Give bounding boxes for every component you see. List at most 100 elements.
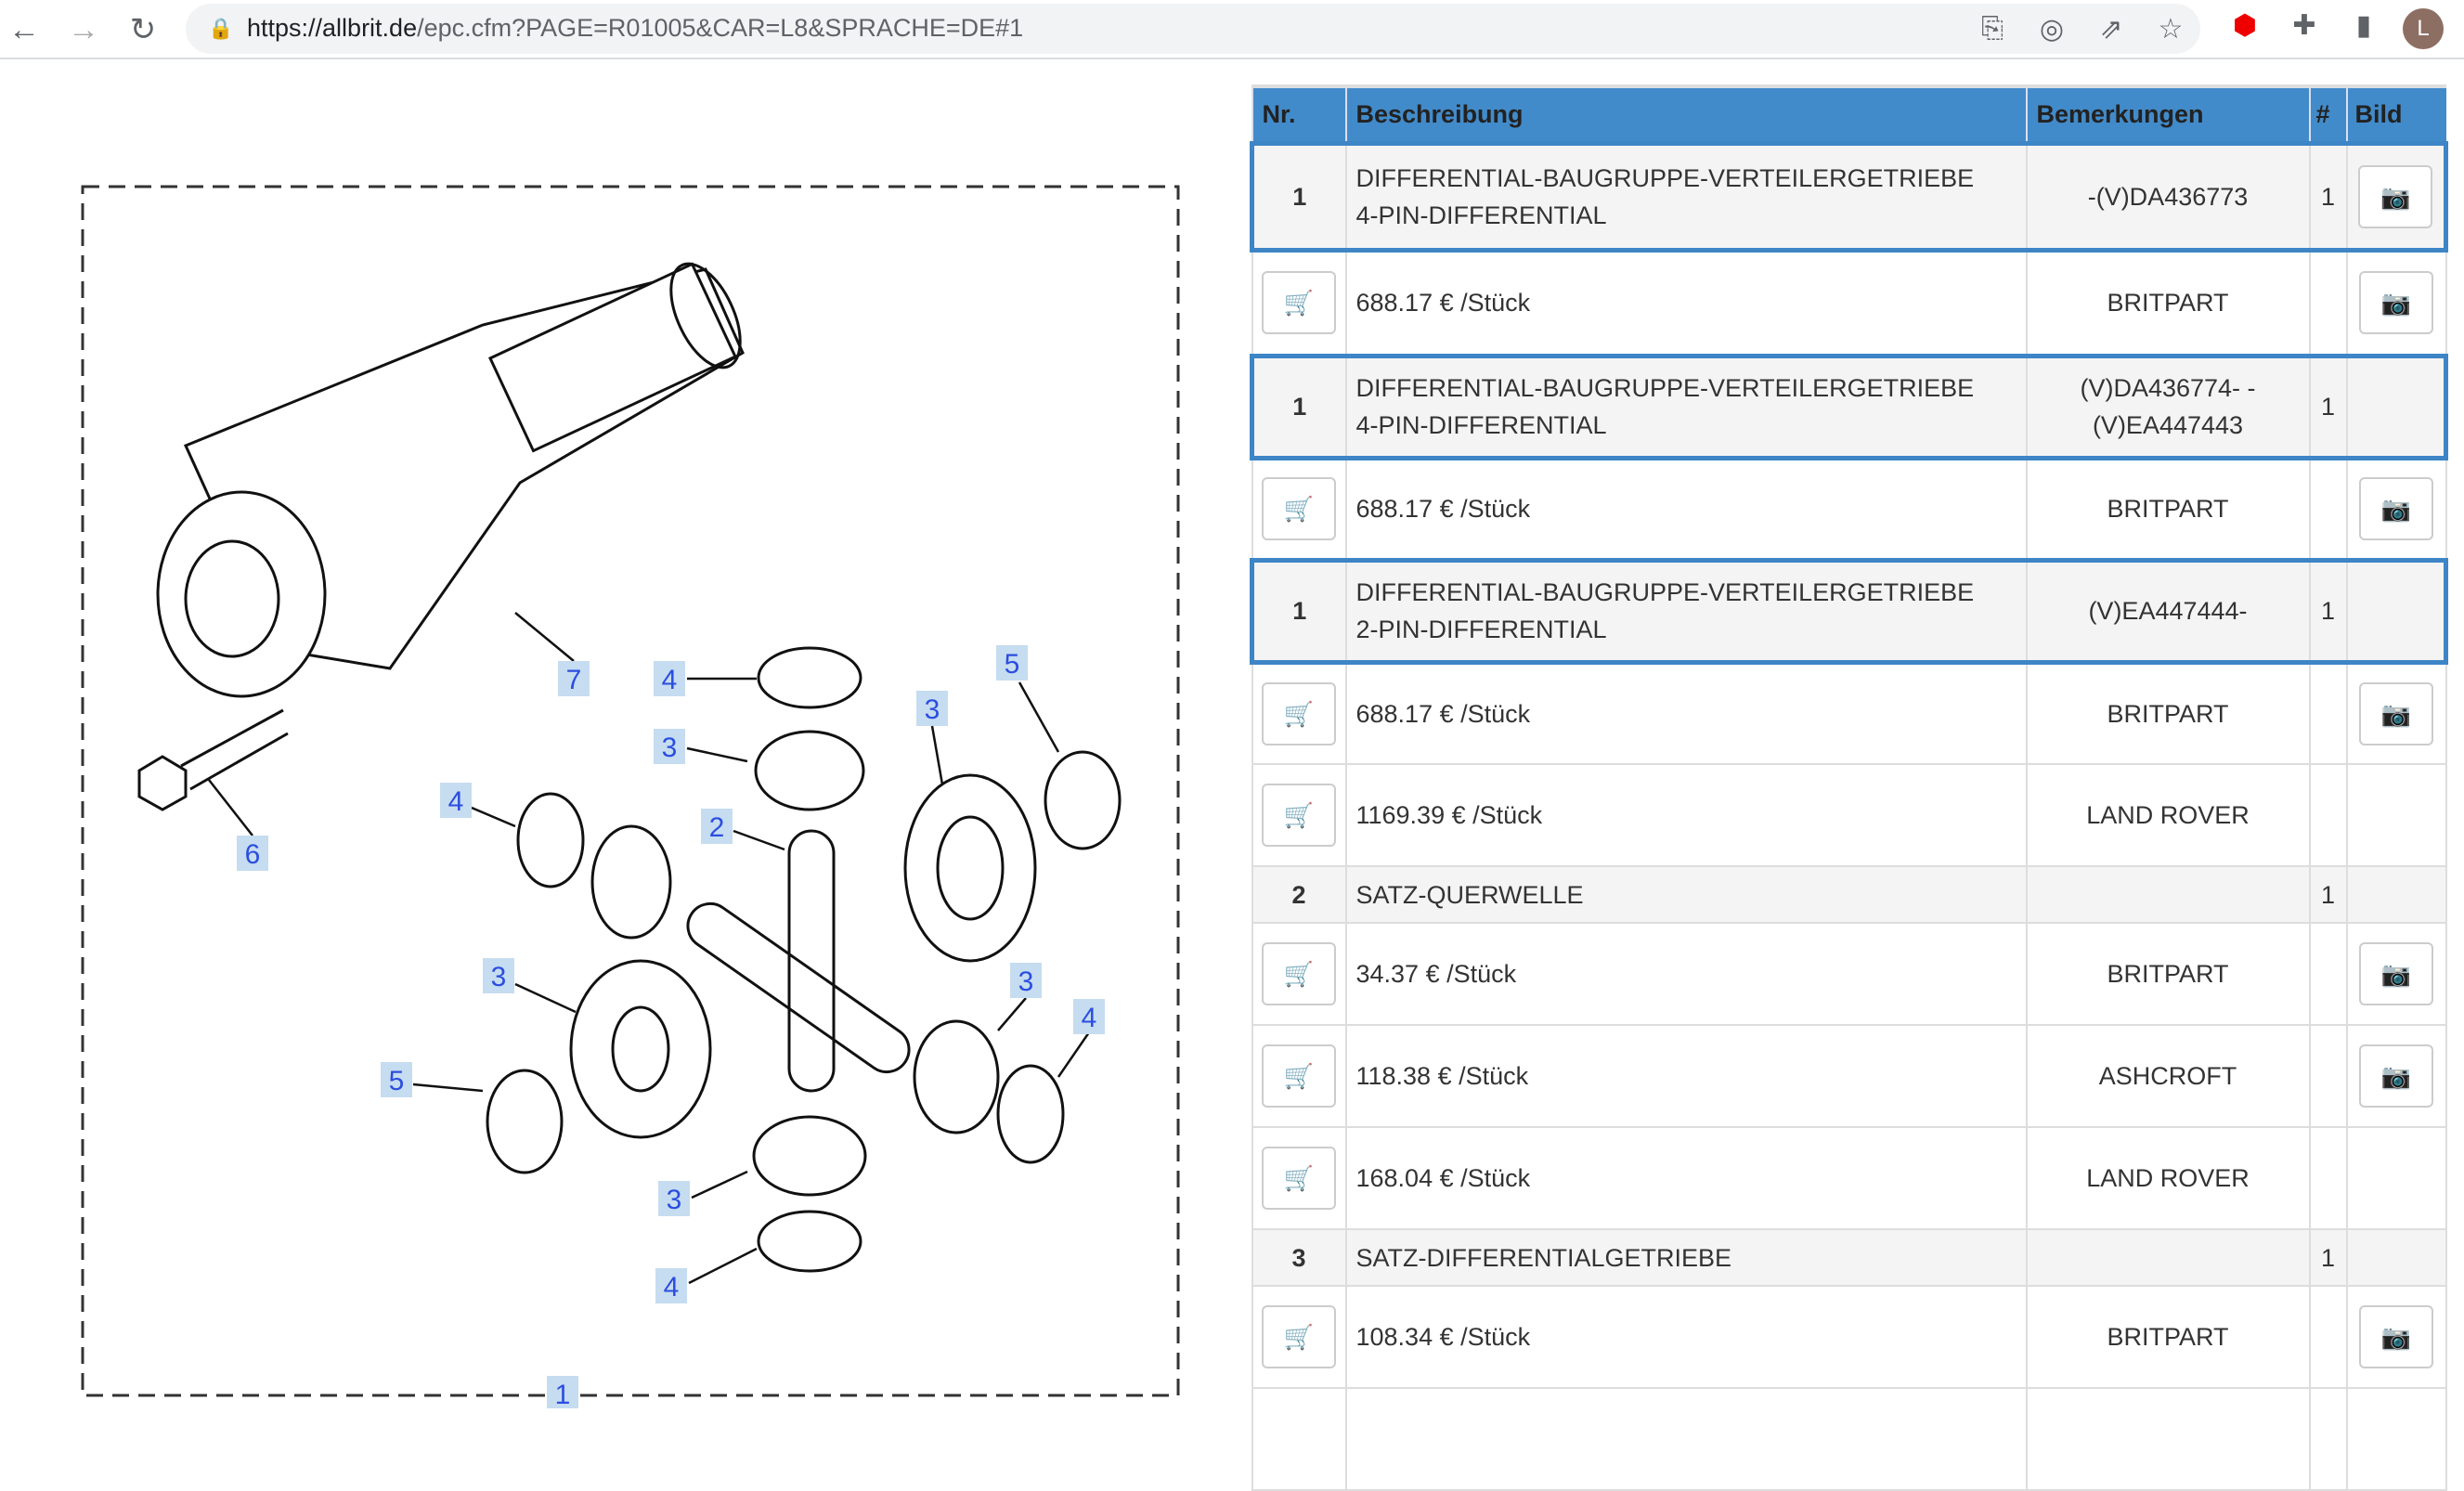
url-text[interactable]: https://allbrit.de/epc.cfm?PAGE=R01005&C…	[247, 14, 1023, 43]
photo-button[interactable]: 📷	[2359, 942, 2433, 1005]
callout-3[interactable]: 3	[483, 958, 514, 993]
offer-row: 🛒 34.37 € /Stück BRITPART 📷	[1251, 922, 2447, 1026]
star-icon[interactable]: ☆	[2158, 14, 2184, 45]
cart-icon: 🛒	[1283, 289, 1315, 317]
callout-7[interactable]: 7	[558, 661, 590, 696]
photo-button[interactable]: 📷	[2359, 1044, 2433, 1108]
part-row: 1 DIFFERENTIAL-BAUGRUPPE-VERTEILERGETRIE…	[1250, 557, 2448, 665]
extensions-icon[interactable]: ✚	[2292, 10, 2316, 41]
svg-text:7: 7	[566, 665, 582, 695]
part-nr: 1	[1250, 353, 1347, 460]
callout-3[interactable]: 3	[1010, 963, 1042, 998]
svg-text:3: 3	[1018, 966, 1034, 997]
svg-text:4: 4	[662, 665, 678, 695]
exploded-diagram: 7 4 5 3 3 4 2 6 3 3 4 5 3 4 1	[0, 61, 1244, 1408]
cart-icon: 🛒	[1283, 960, 1315, 988]
description-variant: 4-PIN-DIFFERENTIAL	[1355, 201, 1607, 229]
description-line: DIFFERENTIAL-BAUGRUPPE-VERTEILERGETRIEBE	[1355, 578, 1975, 606]
address-bar[interactable]: 🔒 https://allbrit.de/epc.cfm?PAGE=R01005…	[186, 4, 2200, 54]
camera-icon: 📷	[2380, 1062, 2412, 1090]
group-nr: 2	[1251, 865, 1347, 924]
side-panel-icon[interactable]: ▮	[2355, 10, 2372, 41]
col-bild[interactable]: Bild	[2345, 84, 2446, 143]
callout-2[interactable]: 2	[701, 809, 733, 844]
svg-text:5: 5	[389, 1066, 405, 1096]
add-to-cart-button[interactable]: 🛒	[1262, 681, 1336, 746]
add-to-cart-button[interactable]: 🛒	[1262, 942, 1336, 1005]
part-description: DIFFERENTIAL-BAUGRUPPE-VERTEILERGETRIEBE…	[1344, 557, 2028, 665]
back-icon[interactable]: ←	[8, 11, 40, 47]
callout-4[interactable]: 4	[1073, 999, 1105, 1034]
group-qty: 1	[2308, 1228, 2348, 1287]
part-nr: 1	[1250, 140, 1347, 253]
add-to-cart-button[interactable]: 🛒	[1262, 1044, 1336, 1108]
part-nr: 1	[1250, 557, 1347, 665]
callout-4[interactable]: 4	[655, 1268, 687, 1303]
share-icon[interactable]: ⇗	[2099, 14, 2123, 45]
offer-row: 🛒 688.17 € /Stück BRITPART 📷	[1251, 457, 2447, 561]
profile-avatar[interactable]: L	[2403, 8, 2444, 49]
add-to-cart-button[interactable]: 🛒	[1262, 784, 1336, 847]
browser-toolbar: ← → ↻ 🔒 https://allbrit.de/epc.cfm?PAGE=…	[0, 0, 2464, 59]
photo-button[interactable]: 📷	[2359, 477, 2433, 540]
translate-icon[interactable]: ⎘	[1981, 13, 2004, 44]
callout-3[interactable]: 3	[654, 729, 685, 764]
description-line: DIFFERENTIAL-BAUGRUPPE-VERTEILERGETRIEBE	[1355, 374, 1975, 402]
description-variant: 4-PIN-DIFFERENTIAL	[1355, 411, 1607, 439]
offer-price: 1169.39 € /Stück	[1344, 763, 2028, 867]
camera-icon: 📷	[2380, 495, 2412, 523]
description-line: DIFFERENTIAL-BAUGRUPPE-VERTEILERGETRIEBE	[1355, 163, 1975, 192]
svg-text:3: 3	[925, 694, 940, 725]
photo-button[interactable]: 📷	[2359, 1305, 2433, 1368]
offer-brand: BRITPART	[2025, 249, 2311, 357]
add-to-cart-button[interactable]: 🛒	[1262, 1305, 1336, 1368]
callout-3[interactable]: 3	[658, 1181, 690, 1216]
offer-brand: BRITPART	[2025, 1285, 2311, 1389]
svg-text:2: 2	[709, 812, 725, 843]
svg-text:4: 4	[1082, 1003, 1097, 1033]
group-row: 3 SATZ-DIFFERENTIALGETRIEBE 1	[1251, 1228, 2447, 1287]
svg-text:3: 3	[491, 962, 507, 992]
photo-button[interactable]: 📷	[2358, 164, 2433, 228]
offer-row: 🛒 688.17 € /Stück BRITPART 📷	[1251, 661, 2447, 765]
col-bemerkungen[interactable]: Bemerkungen	[2025, 84, 2310, 143]
offer-price: 688.17 € /Stück	[1344, 249, 2028, 357]
offer-brand: LAND ROVER	[2025, 763, 2311, 867]
callout-3[interactable]: 3	[916, 691, 948, 726]
parts-table: Nr. Beschreibung Bemerkungen # Bild 1 DI…	[1250, 84, 2448, 1491]
diagram-border	[81, 185, 1180, 1397]
svg-text:6: 6	[245, 839, 261, 870]
col-beschreibung[interactable]: Beschreibung	[1344, 84, 2027, 143]
callout-6[interactable]: 6	[237, 836, 268, 871]
offer-row: 🛒 168.04 € /Stück LAND ROVER	[1251, 1126, 2447, 1230]
callout-1[interactable]: 1	[547, 1376, 578, 1408]
cart-icon: 🛒	[1283, 1164, 1315, 1192]
photo-button[interactable]: 📷	[2359, 681, 2433, 746]
callout-4[interactable]: 4	[654, 661, 685, 696]
cart-icon: 🛒	[1283, 801, 1315, 829]
part-description: DIFFERENTIAL-BAUGRUPPE-VERTEILERGETRIEBE…	[1344, 353, 2028, 460]
part-qty: 1	[2308, 353, 2348, 460]
reload-icon[interactable]: ↻	[129, 12, 157, 47]
callout-5[interactable]: 5	[996, 645, 1028, 681]
cart-icon: 🛒	[1283, 495, 1315, 523]
offer-row: 🛒 118.38 € /Stück ASHCROFT 📷	[1251, 1024, 2447, 1128]
camera-icon: 📷	[2380, 699, 2412, 728]
col-nr[interactable]: Nr.	[1251, 84, 1346, 143]
callout-4[interactable]: 4	[440, 783, 472, 818]
add-to-cart-button[interactable]: 🛒	[1262, 271, 1336, 334]
callout-5[interactable]: 5	[381, 1062, 412, 1097]
group-description: SATZ-QUERWELLE	[1344, 865, 2028, 924]
part-remark: (V)EA447444-	[2025, 557, 2311, 665]
photo-button[interactable]: 📷	[2359, 271, 2433, 334]
add-to-cart-button[interactable]: 🛒	[1262, 477, 1336, 540]
gears-and-washers	[486, 646, 1122, 1273]
bolt	[137, 708, 289, 811]
eye-off-icon[interactable]: ◎	[2039, 14, 2065, 45]
group-qty: 1	[2308, 865, 2348, 924]
forward-icon[interactable]: →	[68, 11, 99, 47]
add-to-cart-button[interactable]: 🛒	[1262, 1147, 1336, 1210]
diagram-drawing: 7 4 5 3 3 4 2 6 3 3 4 5 3 4 1	[81, 185, 1180, 1408]
col-qty[interactable]: #	[2308, 84, 2347, 143]
adblock-extension-icon[interactable]: ⬢	[2232, 10, 2258, 41]
